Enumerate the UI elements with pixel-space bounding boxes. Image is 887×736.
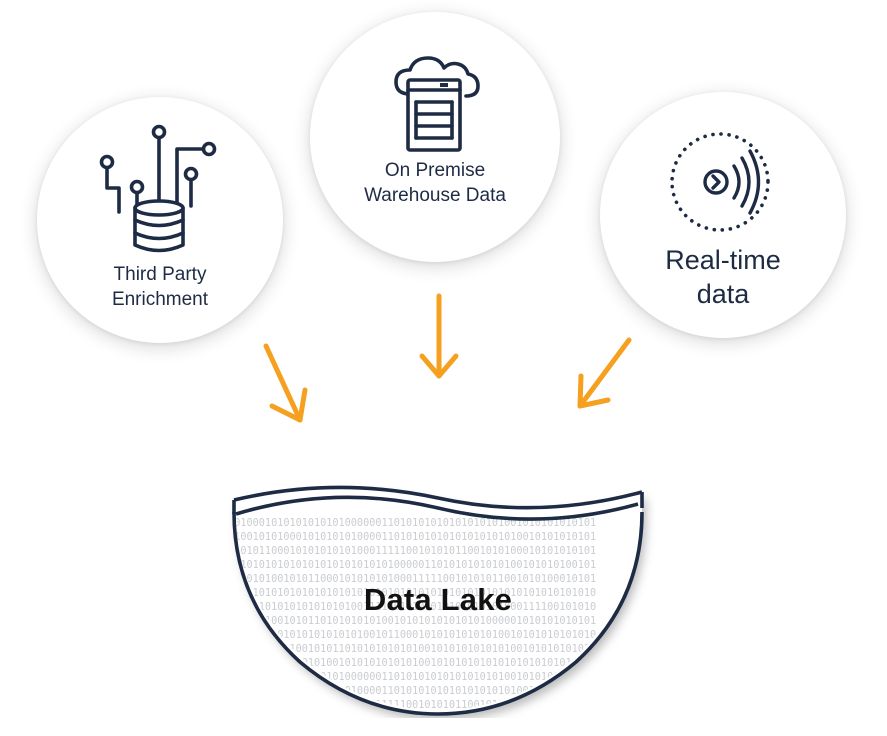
label-line-1: Third Party (113, 264, 207, 285)
binary-row: 1010101010101010100101010101010100101010… (222, 658, 596, 669)
binary-row: 0101000101010101010100000011010101010101… (222, 518, 596, 529)
binary-row: 1010101010101010101010100101100010101010… (222, 630, 596, 641)
binary-row: 1010010101000101010101000011010101010101… (222, 532, 596, 543)
label-line-1: Real-time (665, 245, 781, 275)
server-cloud-icon (394, 56, 480, 152)
third-party-enrichment-node: Third Party Enrichment (37, 97, 283, 343)
signal-stream-icon (670, 132, 770, 232)
binary-row: 1101010100101011000101010101000111110010… (222, 574, 596, 585)
arrow-real-time-to-lake (577, 337, 632, 409)
binary-row: 0101010101010010101101010101010100101010… (222, 644, 596, 655)
third-party-label: Third Party Enrichment (37, 263, 283, 312)
binary-row: 1010010101000101010101000011010101010101… (222, 686, 596, 697)
data-lake-bowl: 0101000101010101010100000011010101010101… (222, 485, 644, 716)
label-line-2: data (696, 278, 750, 309)
label-line-1: On Premise (384, 160, 486, 181)
binary-row: 1010101010101010101010011110010101010101… (222, 602, 596, 613)
binary-row: 0010101100010101010101000111110010101011… (222, 700, 596, 711)
data-lake-title: Data Lake (363, 582, 513, 617)
database-circuit-icon (99, 124, 217, 253)
arrow-on-premise-to-lake (419, 293, 459, 379)
label-line-2: Warehouse Data (364, 184, 506, 206)
on-premise-label: On Premise Warehouse Data (310, 159, 560, 208)
binary-texture: 0101000101010101010100000011010101010101… (222, 518, 596, 711)
binary-row: 0011010101010101010101010101000001101010… (222, 560, 596, 571)
binary-row: 0101010100101011010101010100101010101010… (222, 616, 596, 627)
label-line-2: Enrichment (111, 288, 209, 310)
real-time-data-node: Real-time data (600, 92, 846, 338)
arrow-third-party-to-lake (263, 343, 308, 423)
binary-row: 0101010101010101010101010101010101010101… (222, 588, 596, 599)
binary-row: 0010101100010101010101000111110010101011… (222, 546, 596, 557)
binary-row: 0101000101010101010100000011010101010101… (222, 672, 596, 683)
data-lake: 0101000101010101010100000011010101010101… (218, 478, 658, 718)
on-premise-warehouse-node: On Premise Warehouse Data (310, 12, 560, 262)
real-time-label: Real-time data (600, 244, 846, 312)
